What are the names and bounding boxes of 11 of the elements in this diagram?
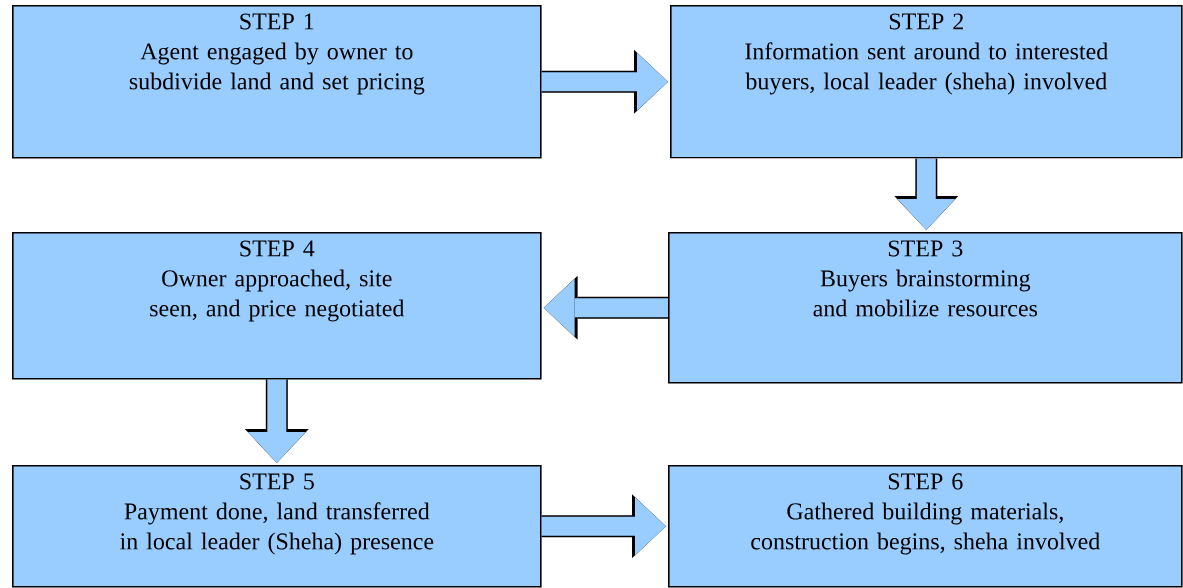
block-arrow <box>244 379 309 463</box>
process-box: STEP 3 Buyers brainstorming and mobilize resources <box>668 232 1183 384</box>
process-box: STEP 5 Payment done, land transferred in local leader (Sheha) presence <box>12 465 542 588</box>
block-arrow <box>541 49 668 114</box>
process-box: STEP 4 Owner approached, site seen, and price negotiated <box>12 232 542 380</box>
block-arrow <box>543 275 668 340</box>
block-arrow <box>894 158 959 230</box>
block-arrow <box>541 494 666 559</box>
process-box: STEP 6 Gathered building materials, construction begins, sheha involved <box>668 465 1183 588</box>
process-box: STEP 2 Information sent around to interested buyers, local leader (sheha) involved <box>670 5 1183 159</box>
process-box: STEP 1 Agent engaged by owner to subdivide land and set pricing <box>12 5 542 159</box>
